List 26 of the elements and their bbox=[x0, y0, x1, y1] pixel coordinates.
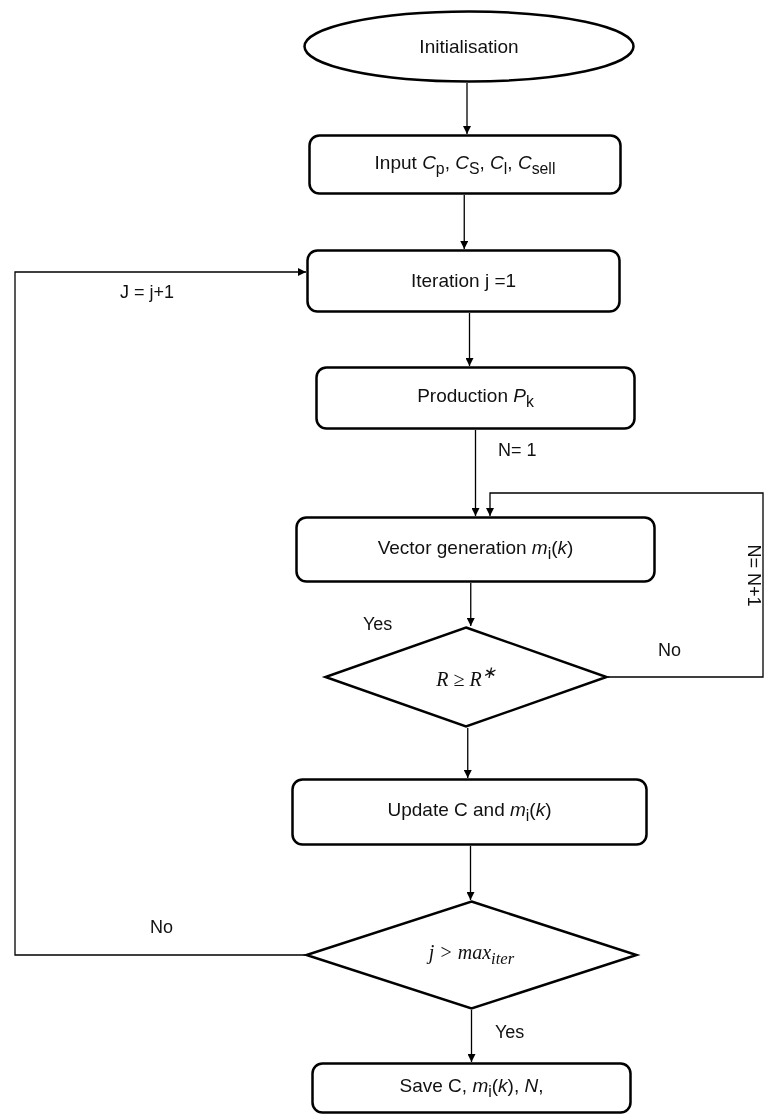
node-label: Initialisation bbox=[419, 35, 519, 58]
node-label: Input C$_{p}$, C$_{S}$, C$_{l}$, C$_{sell}$ bbox=[374, 151, 556, 178]
edge-label: Yes bbox=[495, 1022, 525, 1043]
node-label: j > max$_{iter}$ bbox=[428, 941, 515, 969]
loop-label: N= N+1 bbox=[742, 544, 764, 607]
arrow bbox=[460, 194, 469, 250]
node-label: Vector generation m$_{i}$(k) bbox=[377, 536, 574, 563]
node-label: R ≥ R$^{∗}$ bbox=[436, 663, 496, 691]
node-label: Iteration j =1 bbox=[410, 270, 517, 292]
arrow bbox=[14, 268, 307, 956]
arrow bbox=[466, 582, 475, 627]
edge-label: No bbox=[150, 917, 173, 938]
arrow bbox=[486, 492, 764, 678]
edge-label: N= 1 bbox=[498, 440, 537, 461]
loop-label: J = j+1 bbox=[120, 282, 175, 303]
node-label: Production P$_{k}$ bbox=[417, 385, 534, 411]
arrow bbox=[463, 727, 472, 779]
arrow bbox=[466, 845, 475, 901]
node-label: Update C and m$_{i}$(k) bbox=[387, 799, 552, 825]
arrow bbox=[463, 82, 471, 135]
arrow bbox=[465, 312, 474, 367]
edge-label: No bbox=[658, 640, 681, 661]
arrow bbox=[471, 429, 480, 517]
arrow bbox=[467, 1009, 476, 1063]
node-label: Save C, m$_{i}$(k), N, bbox=[399, 1075, 544, 1101]
edge-label: Yes bbox=[363, 614, 393, 635]
